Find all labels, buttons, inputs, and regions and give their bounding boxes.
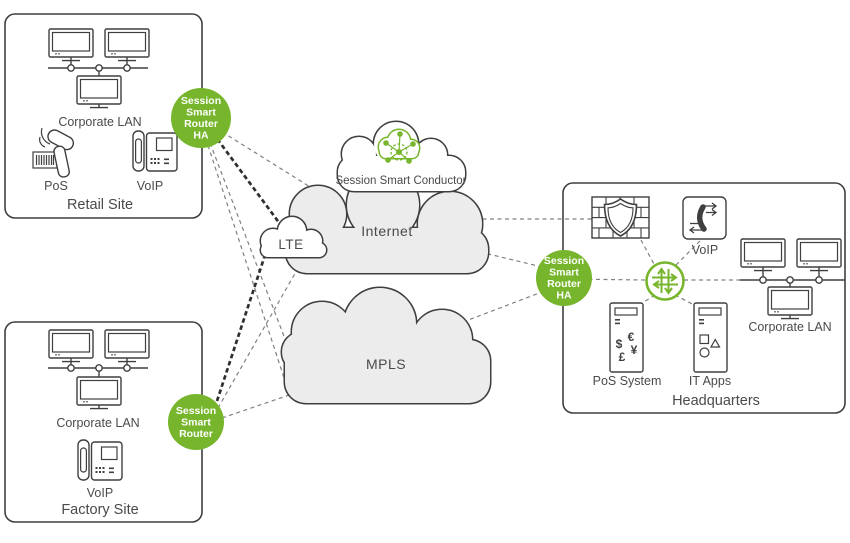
svg-text:Session: Session (181, 95, 221, 107)
mpls-cloud: MPLS (280, 286, 492, 405)
retail-voip-label: VoIP (137, 179, 163, 193)
factory-lan-cluster: Corporate LAN (48, 329, 150, 430)
internet-label: Internet (361, 223, 412, 239)
hq-itapps-label: IT Apps (689, 374, 731, 388)
monitor-icon (767, 286, 813, 320)
retail-site-title: Retail Site (67, 197, 133, 213)
svg-text:Smart: Smart (549, 267, 579, 279)
svg-text:HA: HA (556, 290, 572, 302)
svg-text:Router: Router (179, 428, 213, 440)
link-factory-lte (215, 245, 270, 402)
factory-ssr-node: Session Smart Router (168, 394, 224, 450)
hq-ssr-ha-node: Session Smart Router HA (536, 250, 592, 306)
monitor-icon (796, 238, 842, 272)
svg-text:Session: Session (176, 405, 216, 417)
square-shape (699, 334, 710, 345)
lte-cloud: LTE (259, 215, 328, 259)
hq-pos-label: PoS System (593, 374, 662, 388)
currency-pound: £ (619, 350, 626, 364)
conductor-label: Session Smart Conductor (335, 175, 466, 187)
currency-yen: ¥ (631, 343, 638, 357)
conductor-cloud: Session Smart Conductor (335, 120, 467, 193)
monitor-icon (48, 28, 94, 62)
retail-pos-label: PoS (44, 179, 68, 193)
conductor-icon (377, 128, 421, 164)
link-mpls-hq-router (462, 283, 564, 323)
itapps-server-icon (693, 302, 728, 373)
link-hq-router-core-router (565, 278, 647, 281)
shield-icon (603, 198, 638, 237)
retail-ssr-ha-node: Session Smart Router HA (171, 88, 231, 148)
monitor-icon (104, 28, 150, 62)
core-router-icon (645, 261, 685, 301)
svg-text:Smart: Smart (181, 417, 211, 429)
factory-voip-label: VoIP (87, 486, 113, 500)
link-retail-mpls-1 (201, 121, 291, 353)
retail-lan-label: Corporate LAN (58, 115, 141, 129)
svg-text:Router: Router (184, 118, 218, 130)
voip-phone-icon (77, 439, 123, 481)
svg-text:Router: Router (547, 278, 581, 290)
mpls-label: MPLS (366, 356, 406, 372)
monitor-icon (104, 329, 150, 363)
factory-lan-label: Corporate LAN (56, 416, 139, 430)
hq-voip-label: VoIP (692, 243, 718, 257)
currency-dollar: $ (616, 337, 623, 351)
link-factory-mpls (221, 391, 299, 419)
monitor-icon (48, 329, 94, 363)
retail-lan-cluster: Corporate LAN (48, 28, 150, 129)
hq-title: Headquarters (672, 393, 760, 409)
hq-lan-label: Corporate LAN (748, 320, 831, 334)
circle-shape (699, 347, 710, 358)
factory-site-title: Factory Site (61, 502, 138, 518)
lte-label: LTE (278, 237, 303, 252)
link-firewall-core-router (640, 239, 656, 267)
pos-server-icon: $ € £ ¥ (609, 302, 644, 373)
monitor-icon (740, 238, 786, 272)
monitor-icon (76, 376, 122, 410)
currency-euro: € (628, 330, 635, 344)
hq-lan-cluster: Corporate LAN (740, 238, 845, 334)
link-retail-mpls-2 (200, 123, 289, 391)
link-voip-core-router (674, 240, 701, 267)
barcode-scanner-icon (32, 127, 75, 178)
voip-gateway-icon (682, 196, 727, 240)
triangle-shape (709, 338, 721, 348)
firewall-icon (591, 196, 650, 239)
voip-phone-icon (132, 130, 178, 172)
monitor-icon (76, 75, 122, 109)
svg-text:Smart: Smart (186, 107, 216, 119)
handset-icon (697, 204, 707, 232)
internet-cloud: Internet (278, 167, 490, 275)
svg-text:HA: HA (193, 130, 209, 142)
svg-text:Session: Session (544, 255, 584, 267)
